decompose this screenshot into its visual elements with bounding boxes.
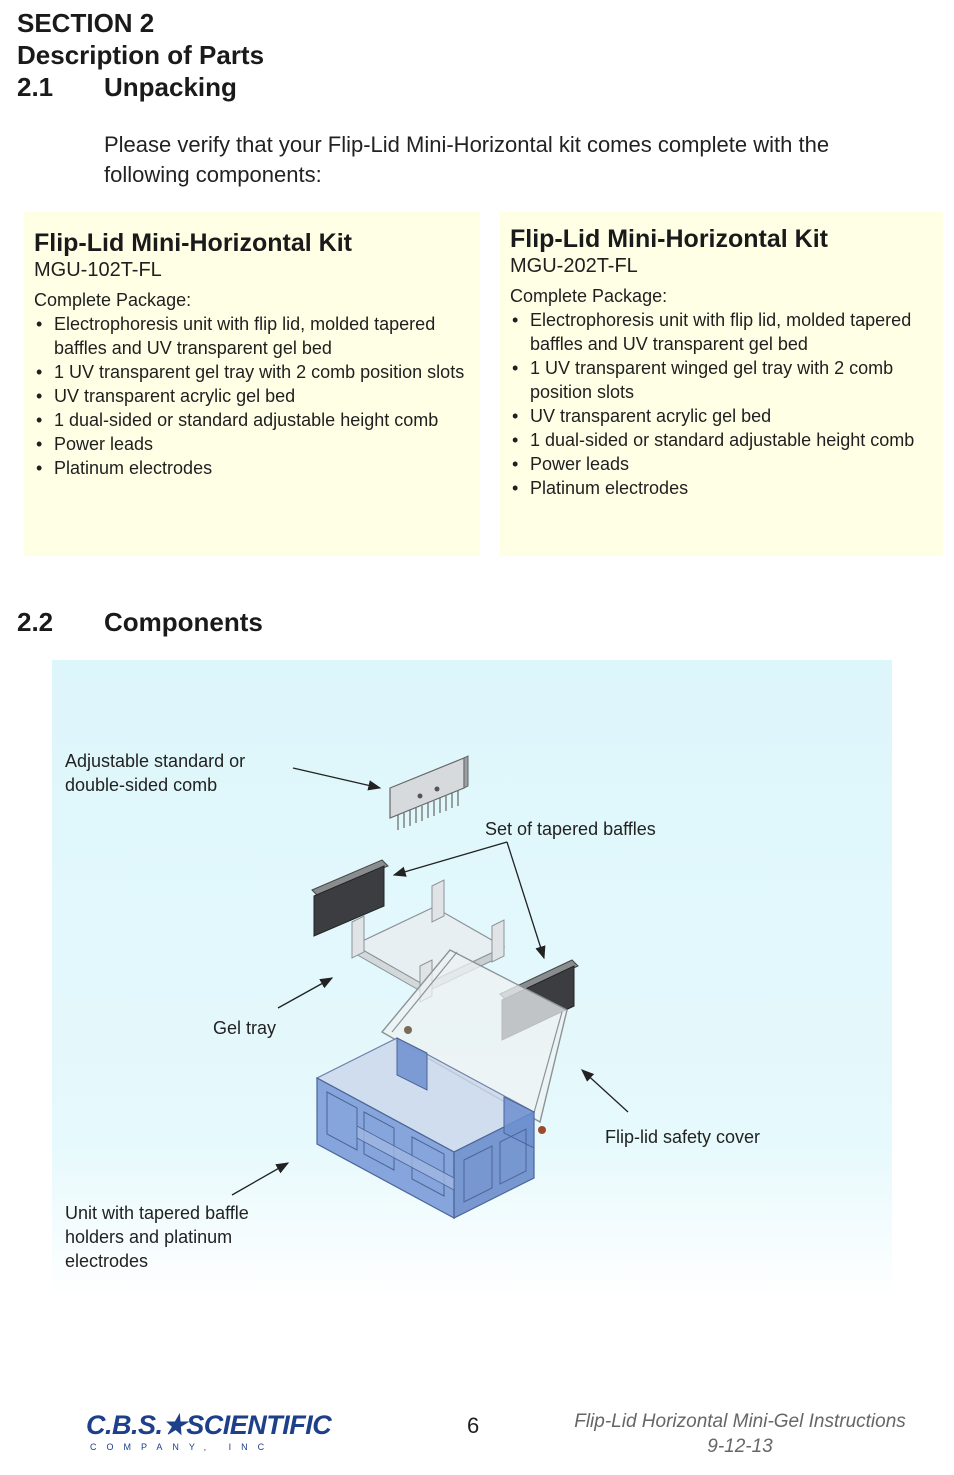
list-item: UV transparent acrylic gel bed <box>34 384 470 408</box>
kit-title: Flip-Lid Mini-Horizontal Kit <box>34 229 352 257</box>
label-gel-tray: Gel tray <box>213 1018 277 1038</box>
list-item: Platinum electrodes <box>34 456 470 480</box>
heading-number: 2.1 <box>17 72 54 102</box>
logo-subtext: COMPANY, INC <box>90 1442 275 1452</box>
list-item: Power leads <box>510 452 933 476</box>
list-item: 1 dual-sided or standard adjustable heig… <box>510 428 933 452</box>
section-title: SECTION 2 <box>17 8 155 38</box>
kit-package-label: Complete Package: <box>34 290 192 310</box>
label-flip-lid-cover: Flip-lid safety cover <box>605 1127 761 1147</box>
document-title: Flip-Lid Horizontal Mini-Gel Instruction… <box>574 1411 906 1432</box>
heading-number: 2.2 <box>17 607 54 637</box>
list-item: Electrophoresis unit with flip lid, mold… <box>34 312 470 360</box>
kit-box-202: Flip-Lid Mini-Horizontal Kit MGU-202T-FL… <box>500 212 943 556</box>
label-baffles: Set of tapered baffles <box>485 819 656 839</box>
company-logo: C.B.S.★SCIENTIFIC COMPANY, INC <box>86 1410 332 1458</box>
components-diagram: Adjustable standard or double-sided comb… <box>52 660 892 1300</box>
list-item: 1 dual-sided or standard adjustable heig… <box>34 408 470 432</box>
callout-arrows <box>231 767 629 1196</box>
list-item: Power leads <box>34 432 470 456</box>
list-item: Electrophoresis unit with flip lid, mold… <box>510 308 933 356</box>
heading-unpacking: 2.1 Unpacking <box>17 72 237 102</box>
heading-components: 2.2 Components <box>17 607 263 637</box>
kit-package-label: Complete Package: <box>510 286 668 306</box>
document-footer: Flip-Lid Horizontal Mini-Gel Instruction… <box>560 1409 920 1459</box>
kit-item-list: Electrophoresis unit with flip lid, mold… <box>510 308 933 500</box>
label-comb: Adjustable standard or double-sided comb <box>65 751 246 795</box>
comb-part <box>389 755 469 830</box>
kit-title: Flip-Lid Mini-Horizontal Kit <box>510 225 828 253</box>
intro-paragraph: Please verify that your Flip-Lid Mini-Ho… <box>104 132 830 187</box>
kit-item-list: Electrophoresis unit with flip lid, mold… <box>34 312 470 480</box>
heading-text: Unpacking <box>104 72 237 102</box>
list-item: 1 UV transparent gel tray with 2 comb po… <box>34 360 470 384</box>
list-item: 1 UV transparent winged gel tray with 2 … <box>510 356 933 404</box>
kit-model: MGU-102T-FL <box>34 259 162 281</box>
list-item: Platinum electrodes <box>510 476 933 500</box>
base-unit-part <box>315 1037 536 1220</box>
logo-wordmark: C.B.S.★SCIENTIFIC <box>86 1410 332 1440</box>
list-item: UV transparent acrylic gel bed <box>510 404 933 428</box>
baffle-left-part <box>311 859 389 937</box>
exploded-view-illustration <box>231 755 629 1220</box>
heading-text: Components <box>104 607 263 637</box>
kit-box-102: Flip-Lid Mini-Horizontal Kit MGU-102T-FL… <box>24 212 480 556</box>
label-base-unit: Unit with tapered baffle holders and pla… <box>65 1203 249 1271</box>
page-number: 6 <box>467 1413 480 1438</box>
section-subtitle: Description of Parts <box>17 40 265 70</box>
kit-model: MGU-202T-FL <box>510 255 638 277</box>
document-date: 9-12-13 <box>707 1436 773 1457</box>
